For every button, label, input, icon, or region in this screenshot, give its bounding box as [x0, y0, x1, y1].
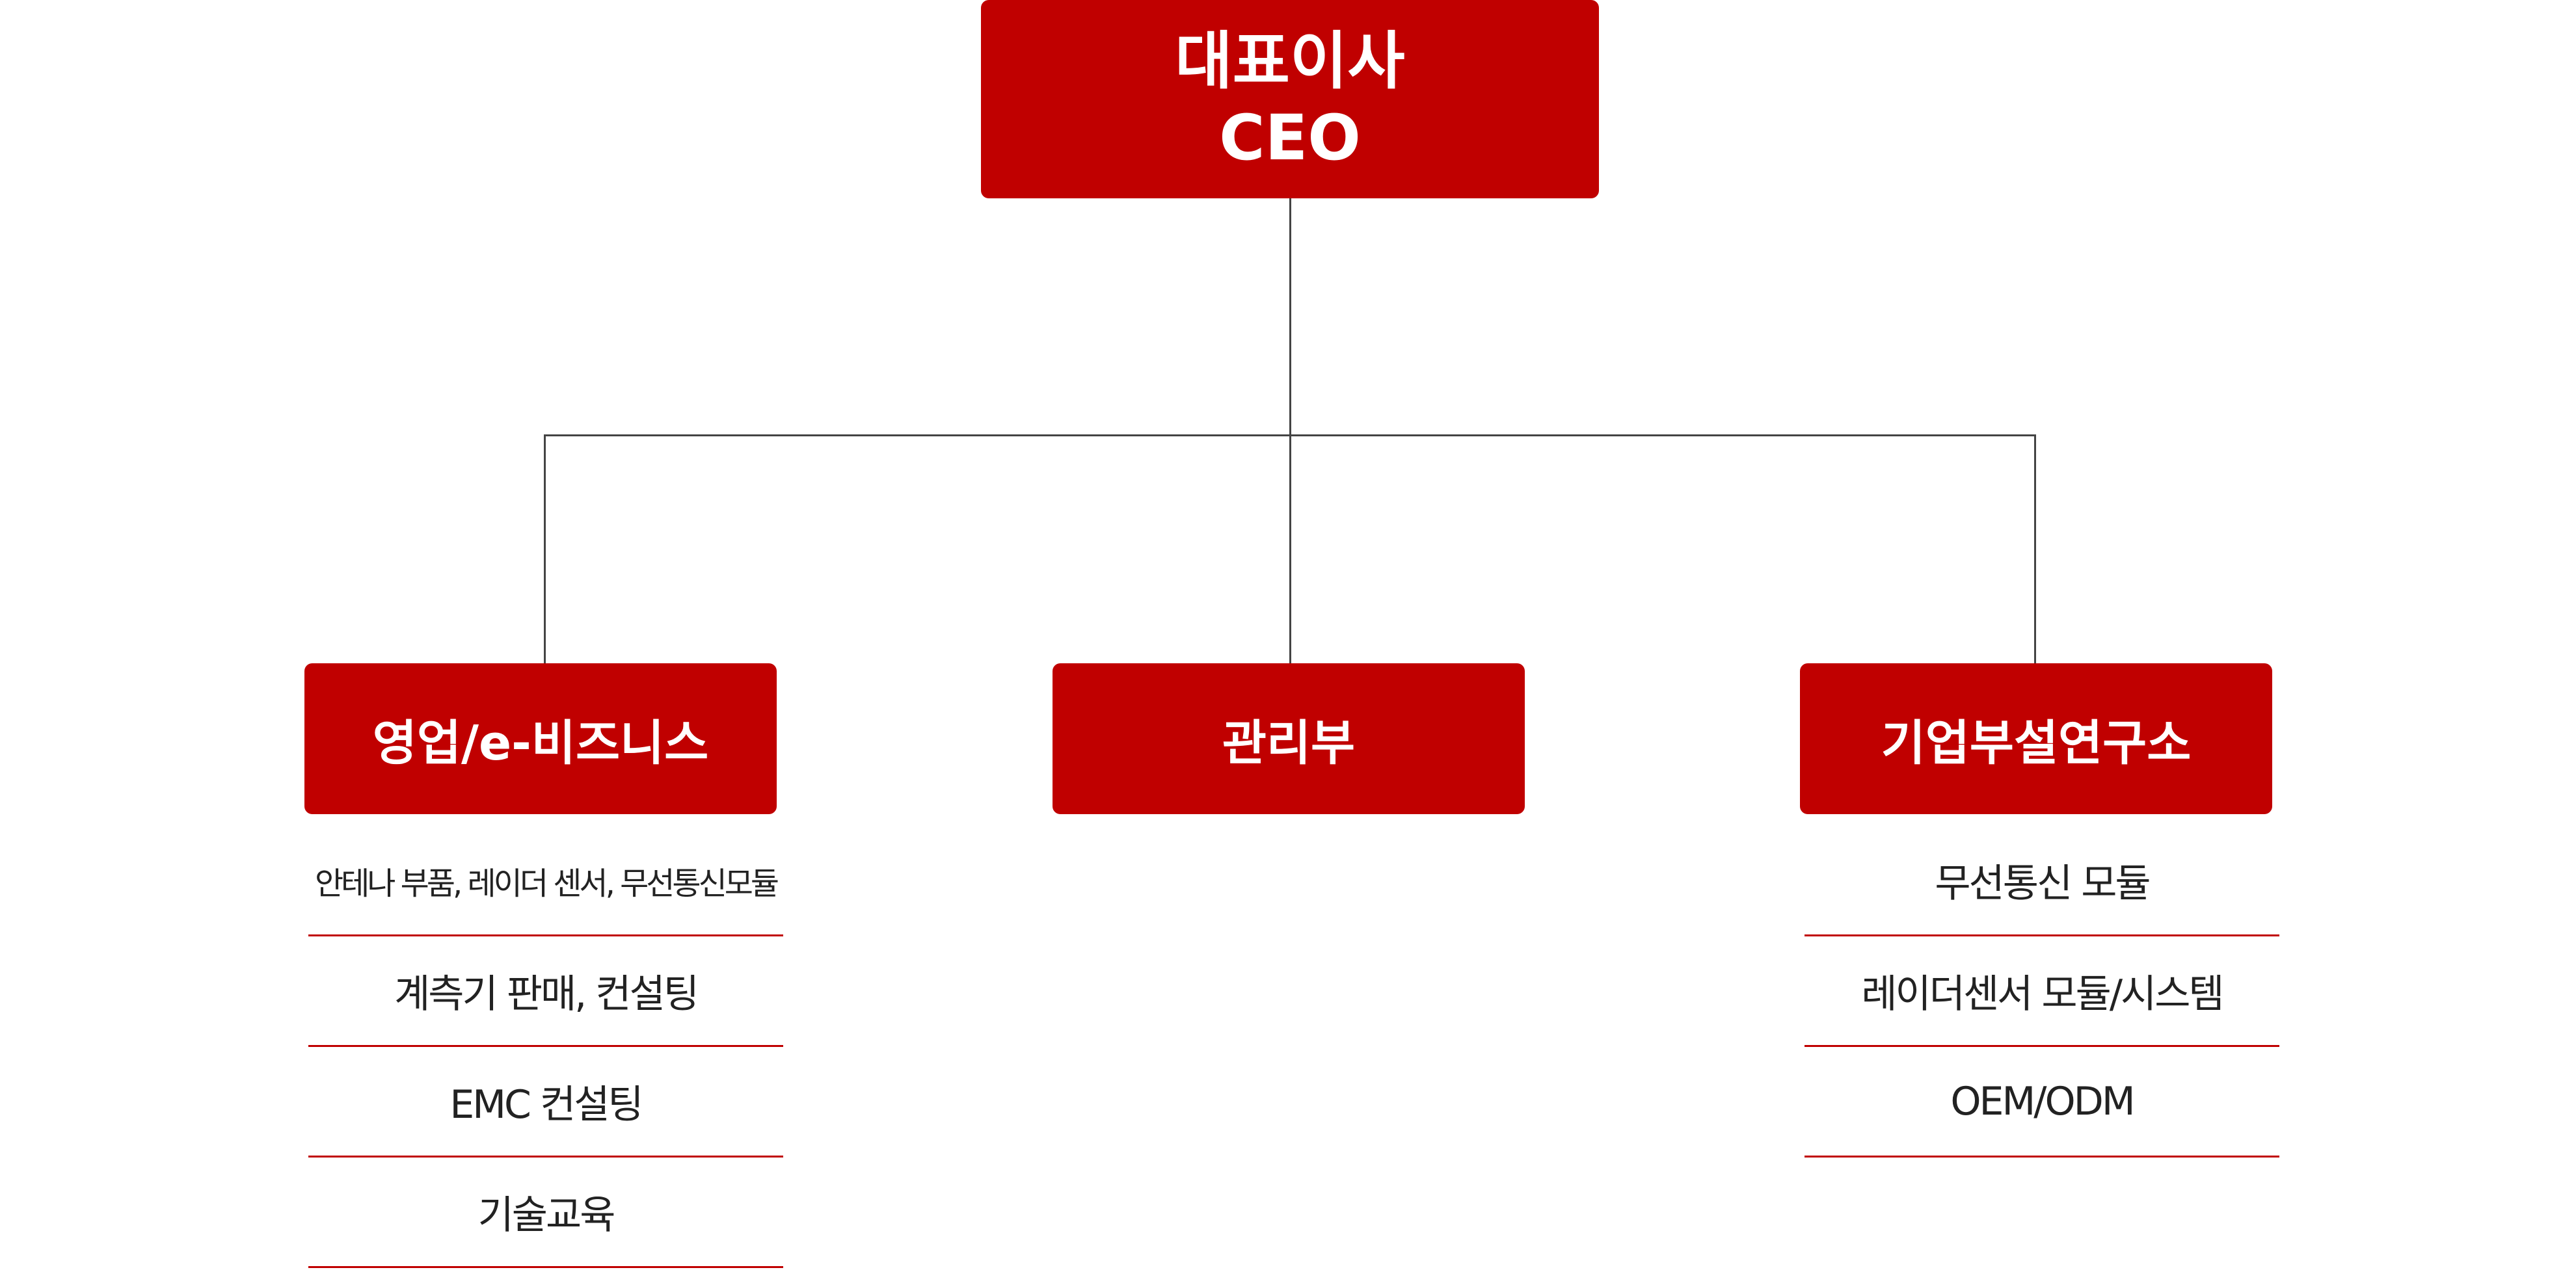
sales-item: 계측기 판매, 컨설팅	[308, 936, 783, 1047]
ceo-title-ko: 대표이사	[1175, 24, 1405, 98]
connector-admin-down	[1289, 434, 1291, 663]
dept-research-institute: 기업부설연구소	[1800, 663, 2272, 814]
sales-item-list: 안테나 부품, 레이더 센서, 무선통신모듈 계측기 판매, 컨설팅 EMC 컨…	[308, 826, 783, 1268]
sales-item: EMC 컨설팅	[308, 1047, 783, 1158]
rnd-item: 레이더센서 모듈/시스템	[1805, 936, 2279, 1047]
rnd-item-list: 무선통신 모듈 레이더센서 모듈/시스템 OEM/ODM	[1805, 826, 2279, 1158]
dept-sales-ebusiness: 영업/e-비즈니스	[304, 663, 777, 814]
connector-rnd-down	[2034, 434, 2036, 663]
ceo-box: 대표이사 CEO	[981, 0, 1599, 198]
connector-sales-down	[544, 434, 546, 663]
dept-admin-label: 관리부	[1222, 715, 1356, 771]
ceo-title-en: CEO	[1219, 101, 1361, 174]
dept-rnd-label: 기업부설연구소	[1881, 715, 2192, 771]
connector-ceo-down	[1289, 198, 1291, 436]
dept-sales-label: 영업/e-비즈니스	[372, 715, 709, 771]
dept-administration: 관리부	[1053, 663, 1525, 814]
rnd-item: OEM/ODM	[1805, 1047, 2279, 1158]
sales-item: 기술교육	[308, 1158, 783, 1268]
sales-item: 안테나 부품, 레이더 센서, 무선통신모듈	[308, 826, 783, 936]
rnd-item: 무선통신 모듈	[1805, 826, 2279, 936]
